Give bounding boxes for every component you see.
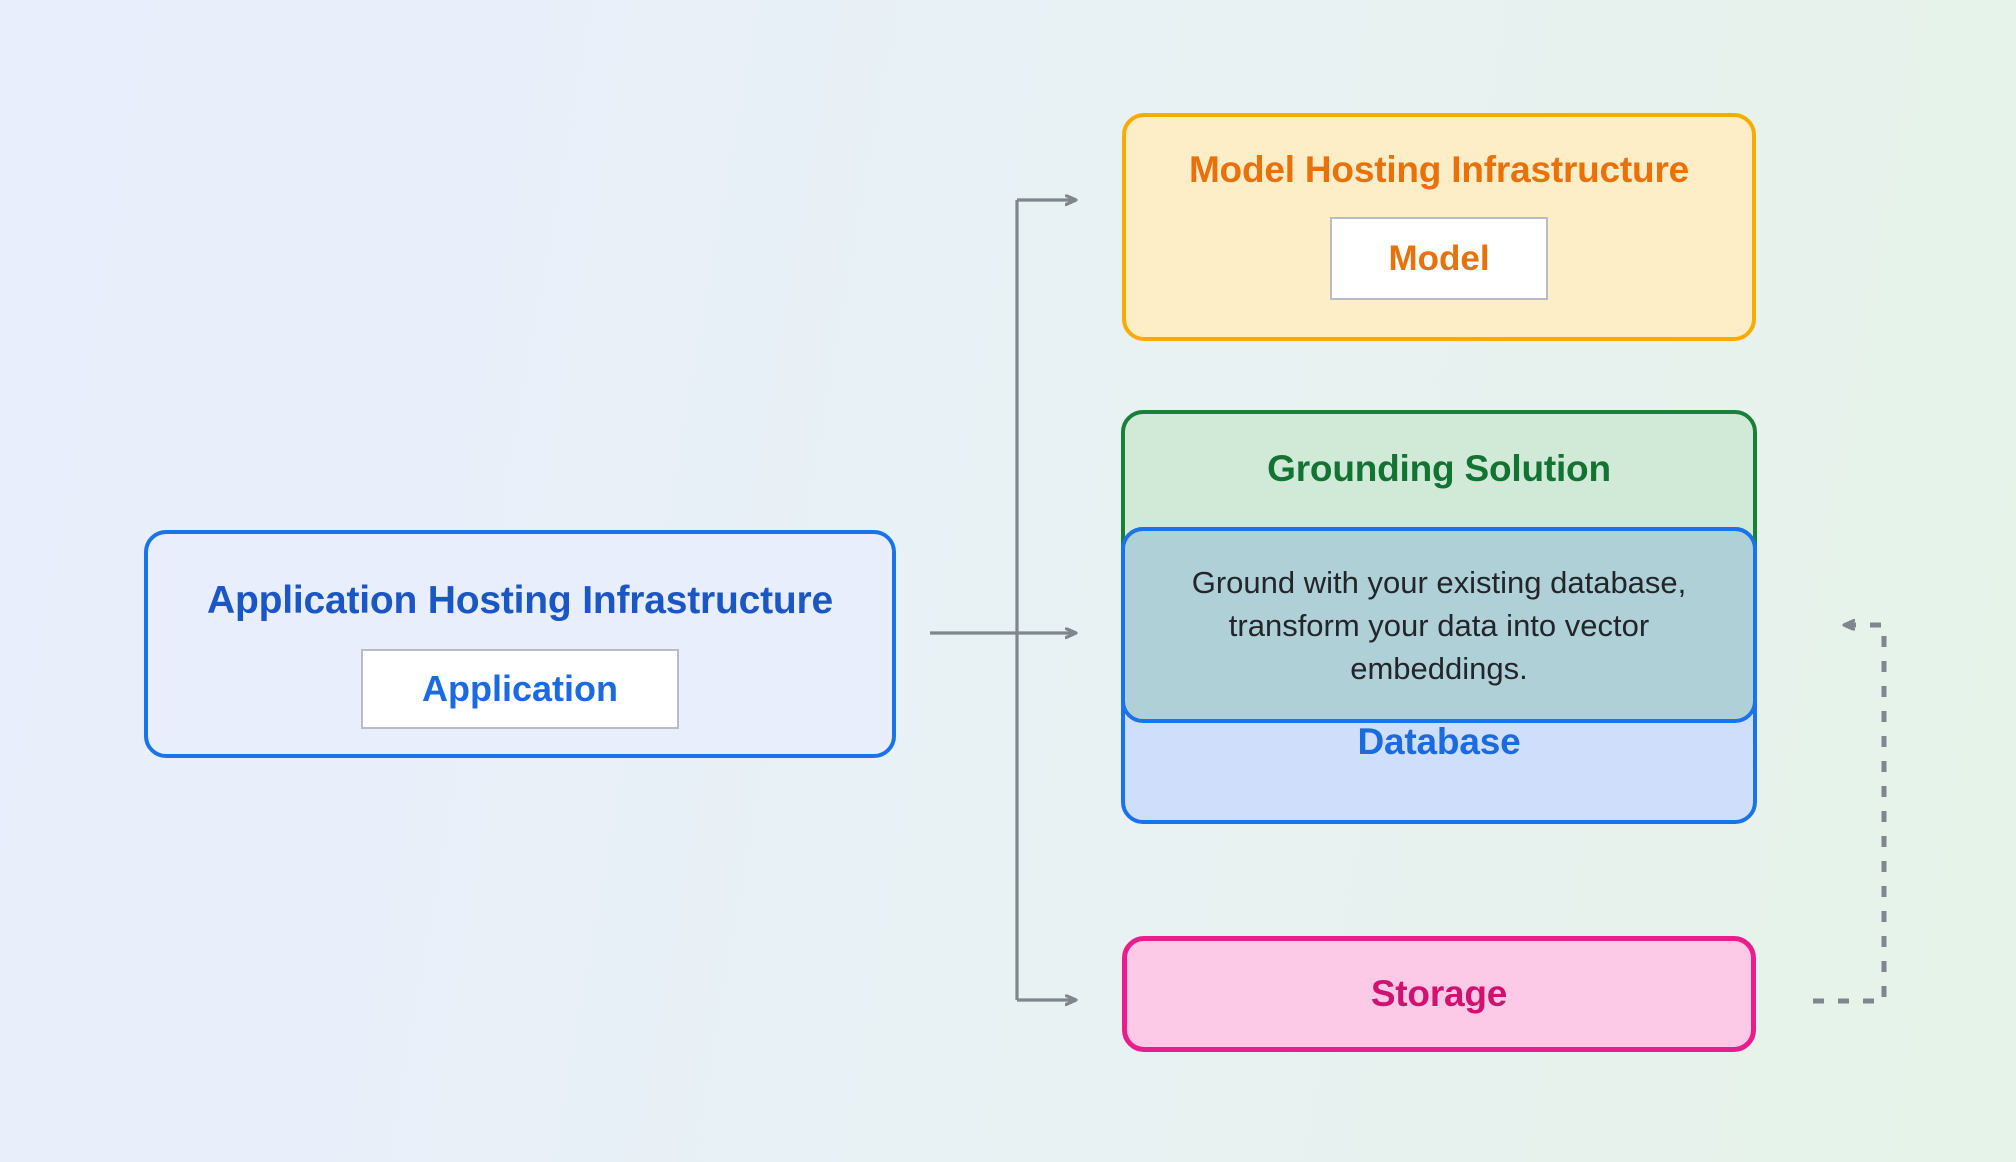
node-application-hosting-infrastructure[interactable]: Application Hosting Infrastructure Appli…	[144, 530, 896, 758]
model-hosting-title: Model Hosting Infrastructure	[1188, 149, 1690, 190]
grounding-solution-title: Grounding Solution	[1267, 448, 1611, 489]
connector-storage-to-database-dashed	[1813, 625, 1887, 1004]
chip-model[interactable]: Model	[1330, 217, 1548, 300]
node-model-hosting-infrastructure[interactable]: Model Hosting Infrastructure Model	[1122, 113, 1756, 341]
connector-application-trunk	[930, 200, 1019, 1000]
application-hosting-title: Application Hosting Infrastructure	[207, 579, 833, 622]
storage-title: Storage	[1370, 973, 1508, 1014]
chip-application[interactable]: Application	[361, 649, 679, 729]
node-storage[interactable]: Storage	[1122, 936, 1756, 1052]
grounding-tooltip: Ground with your existing database, tran…	[1121, 527, 1757, 723]
grounding-tooltip-text: Ground with your existing database, tran…	[1191, 564, 1687, 686]
database-title: Database	[1357, 721, 1521, 762]
